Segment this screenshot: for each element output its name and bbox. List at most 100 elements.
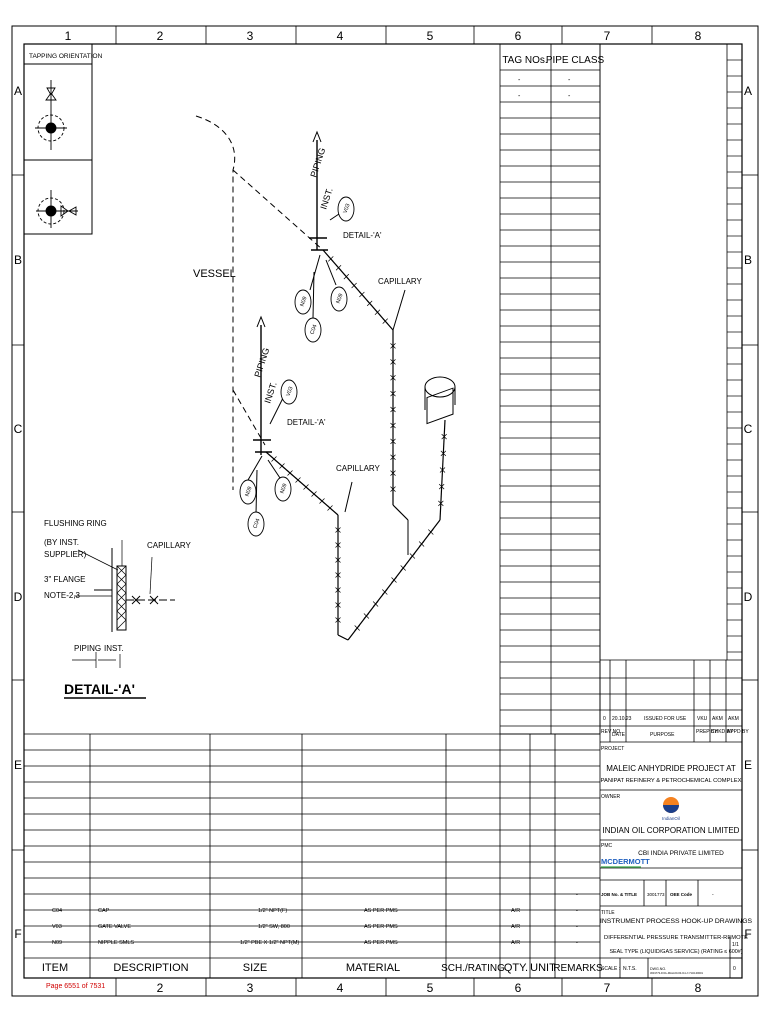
pmc-label: PMC [601,843,613,849]
cross-mark [390,454,396,461]
col-label-top: 3 [247,29,254,43]
pmc-name: CBI INDIA PRIVATE LIMITED [638,850,724,857]
row-label-right: B [744,253,752,267]
cross-mark [440,450,447,457]
bubble-label: V03 [343,203,352,214]
bom-header-item: ITEM [42,962,68,974]
bill-of-materials-table [24,733,600,978]
bubble-label: N09 [300,296,309,308]
rev-header-date: DATE [612,732,626,738]
row-label-right: D [744,590,753,604]
rev-approved: AKM [728,716,739,722]
cross-mark [372,601,379,607]
row-label-left: C [14,422,23,436]
cross-mark [335,557,341,563]
bubble-v03-upper [337,196,355,222]
cross-mark [335,527,341,533]
rev-date: 20.10.23 [612,716,632,722]
bom-remarks: - [576,908,578,914]
bom-desc: CAP [98,908,110,914]
tapping-orientation-panel: TAPPING ORIENTATION [23,43,103,235]
tapping-side-icon [36,190,78,228]
rev-prepared: VKU [697,716,708,722]
col-label-bottom: 2 [157,981,164,995]
bom-header-material: MATERIAL [346,962,400,974]
title-label: TITLE [601,910,615,916]
cross-mark [335,587,341,593]
cross-mark [335,542,341,548]
scale-value: N.T.S. [623,966,637,972]
bom-qty: A/R [511,924,520,930]
tag-table-header-tag: TAG NOs. [502,55,547,66]
code-label: OEE Code [670,892,693,897]
flange-label: 3" FLANGE [44,575,86,584]
bubble-n09-lower-left [239,479,257,505]
bom-item: C04 [52,908,62,914]
detail-inst-label: INST. [104,644,124,653]
detail-piping-label: PIPING [74,644,101,653]
rev-number: 0 [603,716,606,722]
job-label: JOB No. & TITLE [601,892,637,897]
cross-mark [390,422,396,429]
row-label-left: E [14,758,22,772]
cross-mark [311,491,317,497]
cross-mark [390,374,396,381]
cross-mark [382,589,388,595]
transmitter-icon [424,376,456,425]
bubble-n09-upper-right [330,286,348,312]
bom-material: AS PER PMS [364,940,398,946]
bom-qty: A/R [511,940,520,946]
flushing-ring-label: (BY INST. [44,538,79,547]
pmc-logo-text: MCDERMOTT [601,857,650,866]
pipe-class-value: - [568,77,571,84]
flushing-ring-label: SUPPLIER) [44,550,87,559]
vessel-outline [195,115,236,490]
rev-short: 0 [733,966,736,972]
owner-logo-text: IndianOil [662,816,680,821]
cross-mark [366,300,373,307]
cross-mark [335,265,342,271]
inst-label-upper: INST. [318,187,334,211]
cross-mark [335,572,341,578]
row-label-right: C [744,422,753,436]
detail-capillary-label: CAPILLARY [147,541,192,550]
owner-label: OWNER [601,794,621,800]
bubble-label: C04 [310,324,319,336]
cross-mark [343,273,350,280]
bubble-n09-lower-right [274,476,292,502]
bom-size: 1/2" SW, 800 [258,924,290,930]
col-label-bottom: 6 [515,981,522,995]
sheet-number: 1/1 [732,942,739,948]
cross-mark [327,505,333,511]
row-label-left: F [14,927,21,941]
bom-header-remarks: REMARKS [553,963,603,974]
bubble-c04-upper [304,317,322,343]
row-label-left: D [14,590,23,604]
revision-block [600,660,742,743]
tapping-title: TAPPING ORIENTATION [29,53,103,60]
rev-checked: AKM [712,716,723,722]
bom-desc: NIPPLE SMLS [98,940,134,946]
cross-mark [390,359,396,365]
bom-remarks: - [576,924,578,930]
cross-mark [359,291,365,298]
cross-mark [438,483,445,490]
bubble-label: V03 [286,386,295,397]
flange-note-label: NOTE-2,3 [44,591,81,600]
col-label-top: 8 [695,29,702,43]
bom-header-qty: QTY. [504,962,528,974]
cross-mark [319,498,325,504]
cross-mark [303,484,309,490]
cross-mark [335,602,341,608]
bom-row-lines [24,749,600,959]
piping-label-upper: PIPING [308,147,327,179]
bubble-label: N09 [280,483,289,495]
col-label-top: 5 [427,29,434,43]
vessel-label: VESSEL [193,268,236,280]
cross-mark [428,529,434,535]
detail-a-drawing [64,540,175,699]
bom-desc: GATE VALVE [98,924,131,930]
project-line2: PANIPAT REFINERY & PETROCHEMICAL COMPLEX [601,778,742,784]
capillary-label-upper: CAPILLARY [378,277,423,286]
